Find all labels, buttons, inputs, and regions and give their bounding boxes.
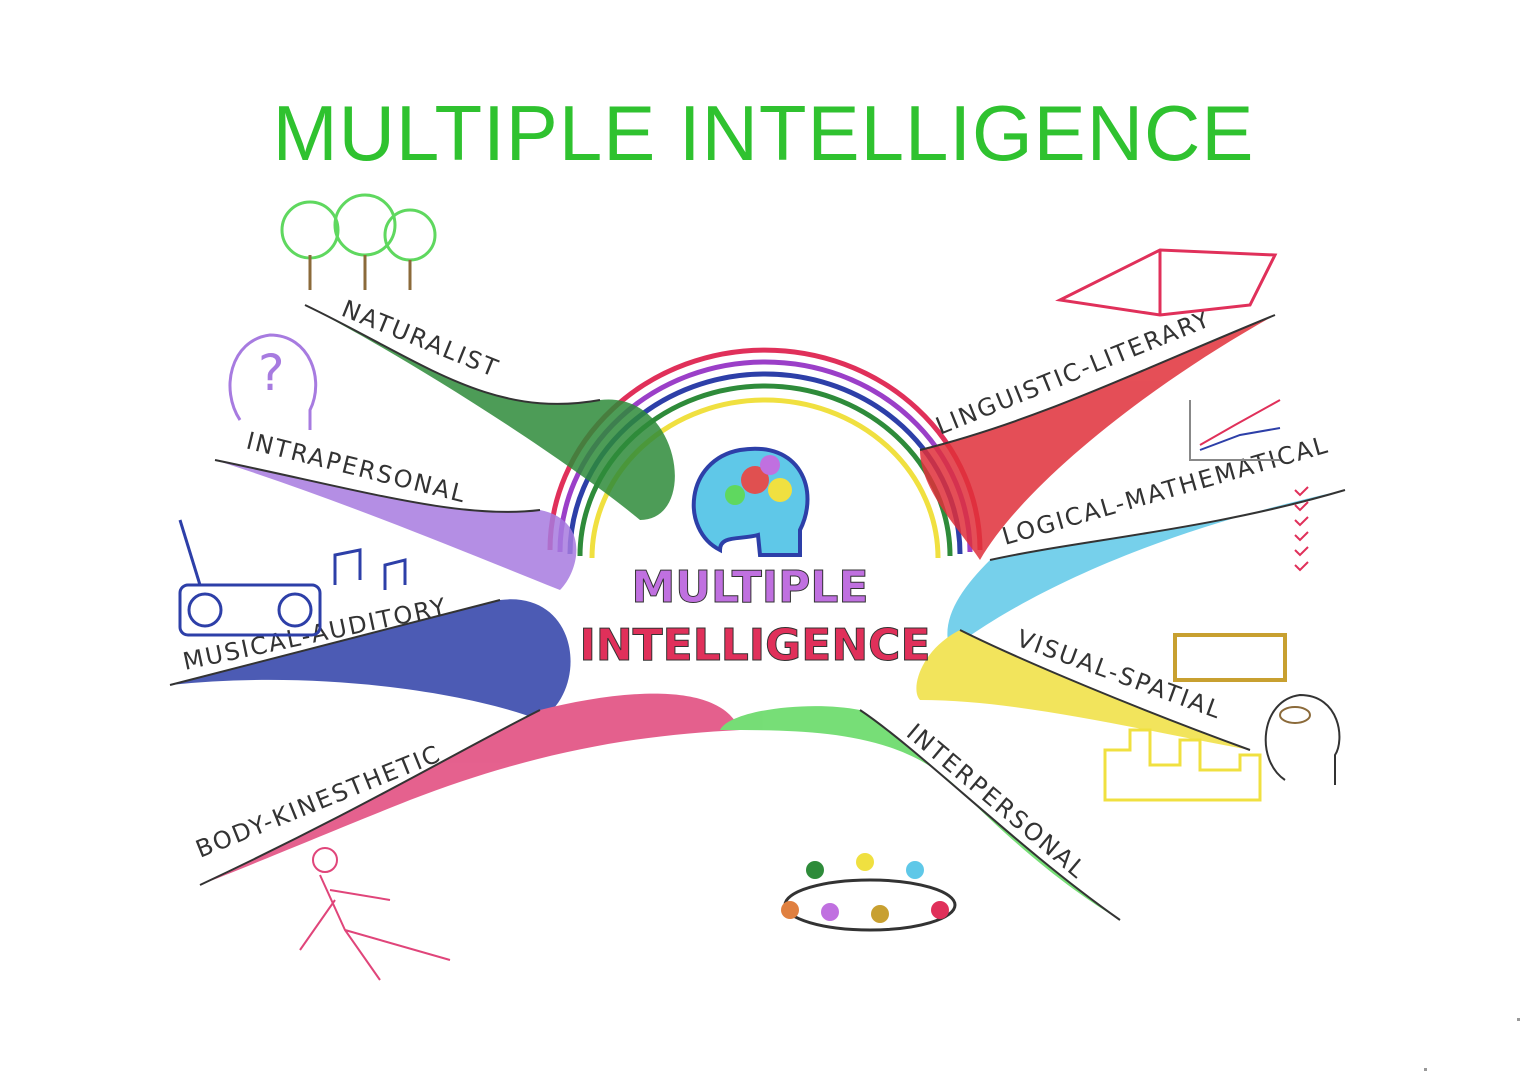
city-skyline-icon: [1103, 728, 1262, 802]
book-icon: [1055, 248, 1278, 317]
mind-map-illustration: NATURALIST INTRAPERSONAL MUSICAL-AUDITOR…: [169, 193, 1346, 981]
checklist-icon: [1294, 486, 1309, 572]
branch-interpersonal: [720, 706, 1120, 920]
branch-logical: [947, 490, 1345, 650]
music-notes-icon: [333, 548, 407, 590]
branch-shapes: [170, 305, 1345, 920]
group-meeting-icon: [781, 853, 957, 932]
branch-label-interpersonal: INTERPERSONAL: [901, 718, 1092, 885]
slide-title: MULTIPLE INTELLIGENCE: [272, 89, 1255, 177]
picture-frame-icon: [1173, 633, 1287, 682]
branch-linguistic: [920, 315, 1275, 560]
branch-label-body: BODY-KINESTHETIC: [192, 739, 446, 863]
branch-intrapersonal: [215, 460, 577, 590]
dot-mark: [1517, 1018, 1520, 1021]
head-question-icon: ?: [228, 333, 318, 430]
branch-body: [200, 693, 740, 885]
branch-visual: [916, 630, 1250, 750]
branch-musical: [170, 599, 571, 720]
trees-icon: [280, 193, 437, 290]
dot-mark: [1424, 1068, 1427, 1071]
center-label-line1: MULTIPLE: [632, 562, 869, 613]
graph-icon: [1189, 399, 1281, 461]
svg-text:?: ?: [258, 344, 285, 402]
brain-head-icon: [691, 446, 810, 557]
radio-icon: [178, 519, 322, 637]
runner-icon: [299, 847, 451, 981]
center-label-line2: INTELLIGENCE: [579, 620, 930, 671]
eye-head-icon: [1264, 693, 1341, 785]
branch-naturalist: [305, 305, 675, 520]
